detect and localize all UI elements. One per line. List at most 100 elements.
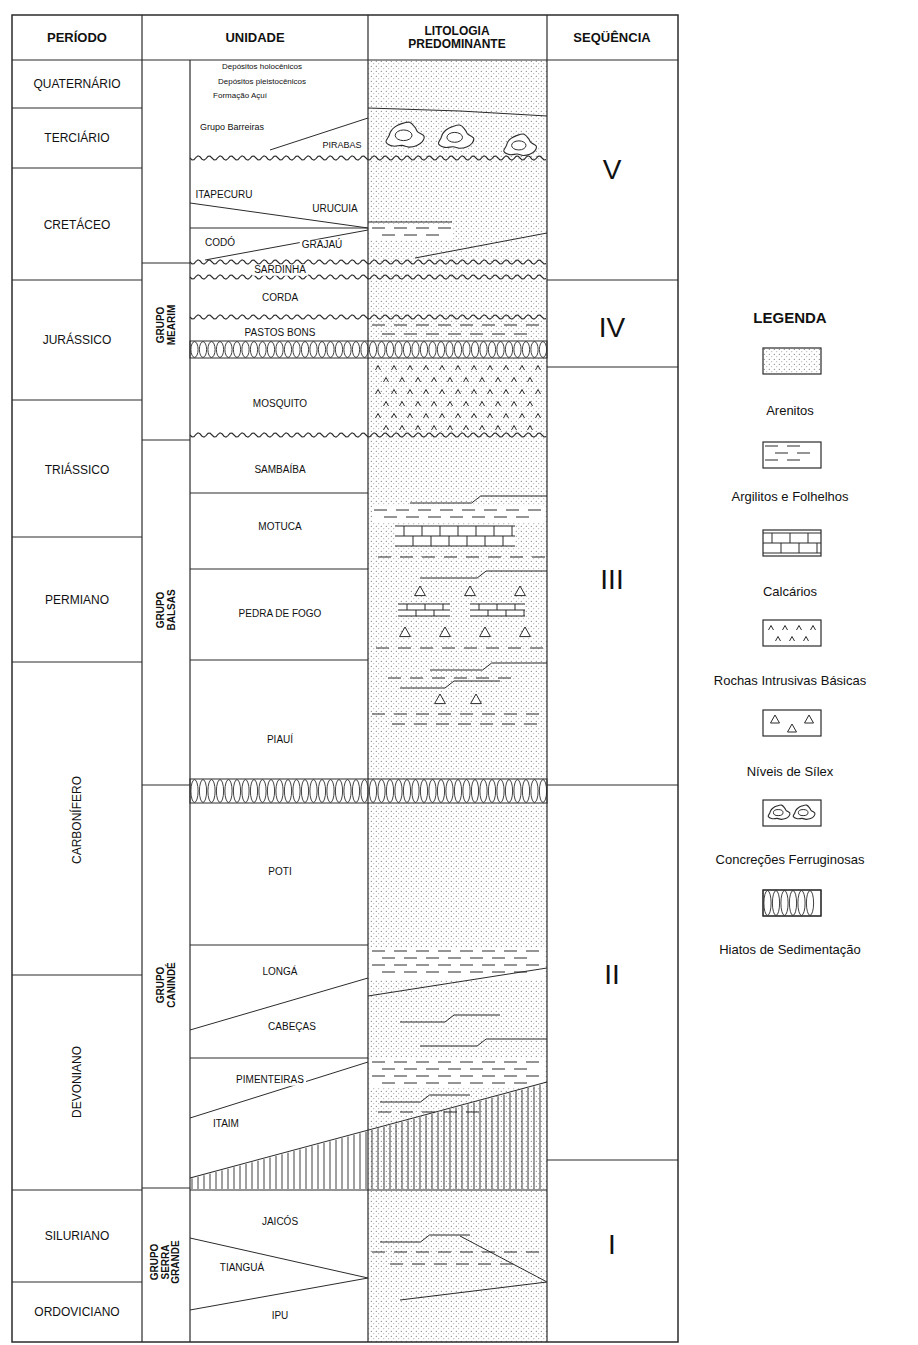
intrusive-mark — [376, 366, 381, 371]
concretion-mark — [768, 805, 790, 819]
unit-name: Depósitos holocênicos — [220, 63, 304, 71]
shale-dash — [394, 228, 407, 229]
intrusive-mark — [520, 390, 525, 395]
hiatus-mark — [539, 342, 546, 358]
shale-dash — [394, 325, 407, 326]
intrusive-mark — [472, 414, 477, 419]
hiatus-hatch — [222, 1170, 223, 1189]
shale-dash — [458, 724, 471, 725]
shale-dash — [442, 648, 455, 649]
boundary-line — [190, 945, 368, 946]
wedge-line — [460, 1236, 547, 1282]
shale-dash — [470, 1069, 483, 1070]
hiatus-hatch — [210, 1174, 211, 1189]
shale-dash — [400, 557, 413, 558]
hiatus-hatch — [294, 1151, 295, 1189]
shale-dash — [372, 714, 385, 715]
hiatus-mark — [522, 342, 529, 358]
unit-name: SARDINHA — [252, 265, 308, 276]
hiatus-mark — [488, 342, 495, 358]
hiatus-hatch — [432, 1114, 433, 1189]
concretion-mark — [386, 122, 424, 147]
hiatus-mark — [242, 780, 249, 803]
shale-dash — [470, 972, 483, 973]
shale-dash — [382, 958, 395, 959]
hiatus-mark — [259, 342, 266, 358]
period-name: QUATERNÁRIO — [33, 78, 120, 91]
period-rule — [12, 662, 142, 663]
hiatus-hatch — [234, 1167, 235, 1189]
shale-dash — [426, 235, 439, 236]
shale-dash — [462, 510, 475, 511]
shale-dash — [428, 517, 441, 518]
hiatus-hatch — [480, 1101, 481, 1189]
silex-mark — [415, 586, 426, 596]
unit-name: Grupo Barreiras — [198, 123, 266, 132]
shale-dash — [514, 1069, 527, 1070]
shale-dash — [530, 648, 543, 649]
hiatus-hatch — [246, 1164, 247, 1189]
legend-swatch — [763, 620, 821, 646]
shale-dash — [488, 557, 501, 558]
hiatus-mark — [327, 342, 334, 358]
hiatus-mark — [772, 891, 779, 916]
hiatus-mark — [378, 342, 385, 358]
hiatus-mark — [361, 342, 368, 358]
unit-name: CABEÇAS — [266, 1022, 318, 1033]
intrusive-mark — [424, 390, 429, 395]
limestone-joint — [407, 604, 408, 610]
unit-name: TIANGUÁ — [218, 1263, 266, 1274]
hiatus-mark — [310, 780, 317, 803]
column-rule — [367, 15, 368, 1342]
swatch-ground — [763, 710, 821, 736]
period-name: CRETÁCEO — [44, 219, 111, 232]
hiatus-mark — [446, 342, 453, 358]
shale-dash — [492, 1083, 505, 1084]
limestone-line — [398, 610, 450, 611]
shale-dash — [526, 1062, 539, 1063]
unit-name: CODÓ — [203, 238, 237, 249]
hiatus-mark — [284, 342, 291, 358]
hiatus-mark — [539, 780, 546, 803]
intrusive-mark — [392, 366, 397, 371]
group-name: GRUPO CANINDÉ — [156, 962, 177, 1008]
silex-mark — [520, 627, 531, 637]
shale-dash — [438, 965, 451, 966]
shale-dash — [374, 510, 387, 511]
legend-label: Arenitos — [766, 404, 814, 418]
group-rule — [142, 785, 190, 786]
hiatus-mark — [806, 891, 813, 916]
hiatus-hatch — [516, 1091, 517, 1189]
interfinger-line — [400, 1015, 500, 1022]
hiatus-mark — [403, 780, 410, 803]
shale-dash — [484, 510, 497, 511]
intrusive-mark — [464, 402, 469, 407]
silex-mark — [465, 586, 476, 596]
shale-dash — [787, 446, 800, 447]
limestone-joint — [479, 604, 480, 610]
shale-dash — [372, 1062, 385, 1063]
swatch-frame — [763, 800, 821, 826]
swatch-frame — [763, 348, 821, 374]
limestone-fill — [470, 604, 525, 616]
intrusive-mark — [400, 426, 405, 431]
shale-dash — [526, 1252, 539, 1253]
shale-dash — [504, 951, 517, 952]
intrusive-mark — [424, 366, 429, 371]
shale-dash — [532, 557, 545, 558]
sequence-number: III — [600, 565, 623, 594]
hiatus-hatch — [264, 1159, 265, 1189]
shale-dash — [528, 510, 541, 511]
shale-dash — [394, 951, 407, 952]
shale-dash — [504, 1062, 517, 1063]
period-rule — [12, 108, 142, 109]
shale-dash — [502, 724, 515, 725]
hiatus-hatch — [528, 1088, 529, 1189]
header-rule — [12, 59, 678, 60]
hiatus-mark — [531, 780, 538, 803]
hiatus-mark — [208, 342, 215, 358]
shale-dash — [516, 517, 529, 518]
shale-dash — [526, 965, 539, 966]
hiatus-mark — [344, 780, 351, 803]
hiatus-hatch — [522, 1090, 523, 1189]
